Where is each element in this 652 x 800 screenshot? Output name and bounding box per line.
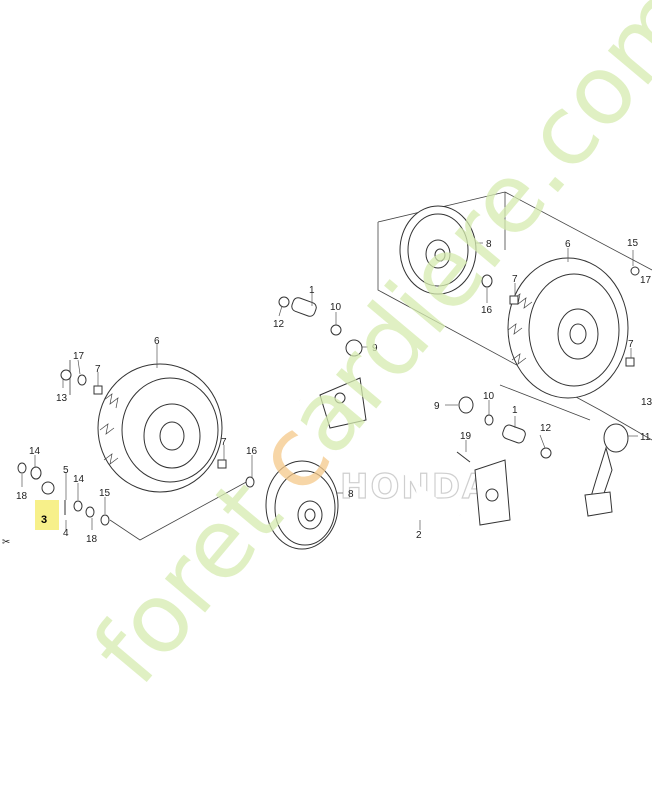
axle-bracket-left <box>319 377 367 429</box>
callout-7: 7 <box>628 339 634 350</box>
callout-18: 18 <box>16 491 28 502</box>
callout-11: 11 <box>640 432 651 443</box>
callout-5: 5 <box>63 465 69 476</box>
callout-16: 16 <box>246 446 258 457</box>
callout-18: 18 <box>86 534 98 545</box>
callout-12: 12 <box>540 423 552 434</box>
axle-bracket-right <box>474 459 511 526</box>
callout-16: 16 <box>481 305 493 316</box>
callout-12: 12 <box>273 319 285 330</box>
callout-9: 9 <box>434 401 440 412</box>
callout-13: 13 <box>56 393 68 404</box>
callout-14: 14 <box>29 446 41 457</box>
rear-hub-disc <box>399 205 477 295</box>
small-parts <box>17 266 640 526</box>
rear-wheel <box>507 257 629 399</box>
callout-2: 2 <box>416 530 422 541</box>
front-hub-disc <box>265 460 339 550</box>
callout-15: 15 <box>627 238 639 249</box>
callout-1: 1 <box>309 285 315 296</box>
assembly-frame-rear <box>377 191 652 441</box>
callout-4: 4 <box>63 528 69 539</box>
callout-17: 17 <box>640 275 652 286</box>
front-wheel <box>97 363 223 493</box>
callout-14: 14 <box>73 474 85 485</box>
callout-8: 8 <box>486 239 492 250</box>
callout-1: 1 <box>512 405 518 416</box>
callout-9: 9 <box>372 343 378 354</box>
callout-10: 10 <box>483 391 495 402</box>
leader-lines <box>21 242 638 530</box>
callout-15: 15 <box>99 488 111 499</box>
callout-19: 19 <box>460 431 472 442</box>
watermark-text-end: ardiere.com <box>265 0 652 475</box>
callout-highlight <box>35 500 59 530</box>
callout-10: 10 <box>330 302 342 313</box>
callout-17: 17 <box>73 351 85 362</box>
callout-6: 6 <box>154 336 160 347</box>
callout-labels: 1 1 2 3 4 5 6 6 7 7 7 7 8 8 9 9 10 10 11… <box>16 238 652 545</box>
height-lever <box>584 423 629 517</box>
callout-8: 8 <box>348 489 354 500</box>
callout-7: 7 <box>95 364 101 375</box>
callout-3: 3 <box>41 514 47 526</box>
callout-7: 7 <box>221 437 227 448</box>
callout-7: 7 <box>512 274 518 285</box>
arrow-icon: ✂ <box>2 537 10 548</box>
callout-13: 13 <box>641 397 652 408</box>
callout-6: 6 <box>565 239 571 250</box>
